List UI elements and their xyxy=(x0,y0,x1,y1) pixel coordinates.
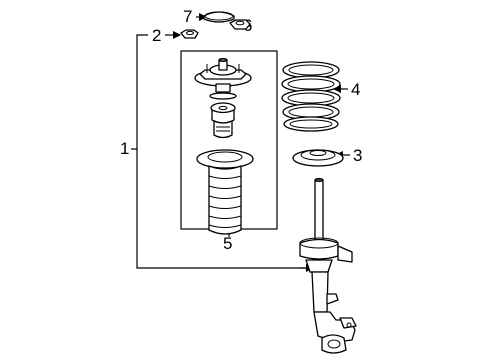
nut-part-2 xyxy=(180,29,199,39)
callout-5-label: 5 xyxy=(223,234,232,253)
strut-body xyxy=(299,178,357,354)
callout-1-label: 1 xyxy=(120,139,129,158)
spring-seat-part-3 xyxy=(292,149,344,167)
callout-2-label: 2 xyxy=(152,26,161,45)
cap-part-7 xyxy=(203,11,235,23)
bump-stop xyxy=(210,102,236,139)
bracket-1 xyxy=(136,34,310,269)
dust-boot xyxy=(196,149,254,235)
nut-part-6 xyxy=(229,19,251,30)
strut-mount xyxy=(194,58,252,100)
callout-3-label: 3 xyxy=(353,146,362,165)
callout-4-label: 4 xyxy=(351,80,360,99)
callout-7-label: 7 xyxy=(183,7,192,26)
coil-spring-part-4 xyxy=(281,61,341,132)
